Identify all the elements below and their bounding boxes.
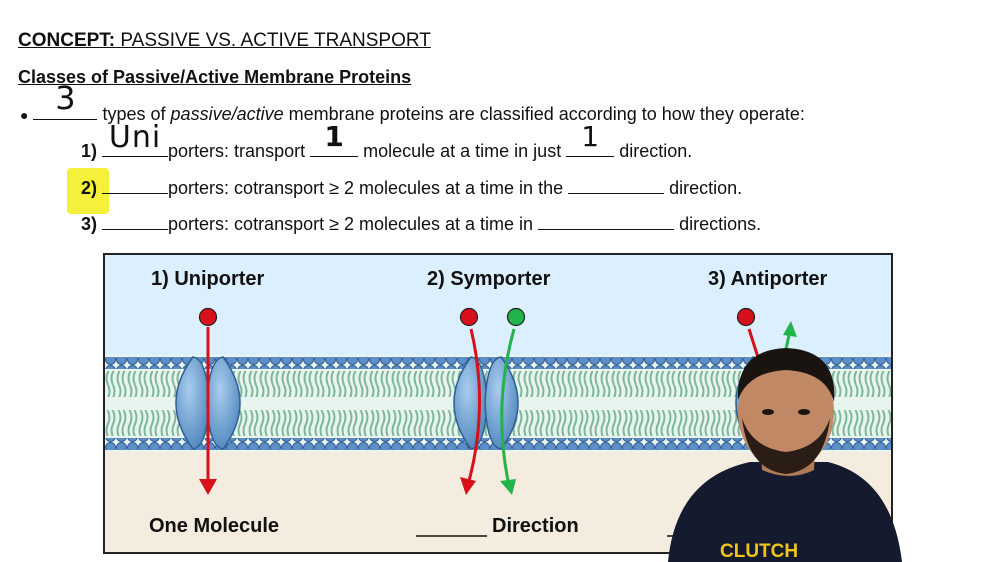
- item-1-handwritten-1a: 1: [324, 120, 344, 153]
- concept-prefix: CONCEPT:: [18, 30, 116, 51]
- item-number: 2): [81, 178, 98, 198]
- intro-text-after: membrane proteins are classified accordi…: [283, 104, 805, 124]
- list-item-3: 3) porters: cotransport ≥ 2 molecules at…: [81, 213, 761, 235]
- intro-handwritten-answer: 3: [55, 79, 76, 117]
- item-3-text-1: porters: cotransport ≥ 2 molecules at a …: [168, 214, 539, 234]
- uniporter-title: 1) Uniporter: [151, 268, 265, 290]
- item-3-text-2: directions.: [674, 214, 762, 234]
- symporter-green-arrowhead: [500, 479, 516, 495]
- item-2-blank-2: [568, 177, 665, 194]
- intro-line: ● 3 types of passive/active membrane pro…: [20, 79, 805, 125]
- intro-blank: 3: [33, 79, 98, 120]
- membrane-illustration: [105, 255, 891, 552]
- uniporter-protein: [175, 356, 241, 450]
- item-1-text-2: molecule at a time in just: [363, 141, 567, 161]
- intro-text-italic: passive/active: [170, 104, 284, 124]
- section-subtitle: Classes of Passive/Active Membrane Prote…: [18, 67, 412, 87]
- item-1-handwritten-uni: Uni: [108, 120, 162, 155]
- symporter-green-arrow: [500, 328, 516, 482]
- item-number: 3): [81, 214, 98, 234]
- symporter-caption: Direction: [492, 515, 579, 537]
- bullet: ●: [20, 107, 29, 123]
- item-1-blank-2: 1: [310, 120, 359, 157]
- symporter-green-molecule: [506, 307, 526, 327]
- concept-title-text: PASSIVE VS. ACTIVE TRANSPORT: [120, 30, 431, 51]
- antiporter-green-arrowhead: [783, 321, 797, 337]
- highlight-marker: [67, 168, 109, 214]
- item-1-blank-1: Uni: [102, 120, 169, 157]
- item-1-blank-3: 1: [566, 120, 615, 157]
- item-2-text-1: porters: cotransport ≥ 2 molecules at a …: [168, 178, 569, 198]
- uniporter-caption: One Molecule: [149, 515, 280, 537]
- intro-text-before: types of: [102, 104, 171, 124]
- symporter-red-arrow: [467, 328, 482, 482]
- symporter-red-arrowhead: [460, 477, 476, 495]
- list-item-1: 1) Uni porters: transport 1 molecule at …: [81, 120, 693, 162]
- antiporter-red-molecule: [736, 307, 756, 327]
- extracellular-space: [105, 255, 891, 355]
- item-number: 1): [81, 141, 98, 161]
- item-2-text-2: direction.: [664, 178, 743, 198]
- item-3-blank-1: [102, 213, 169, 230]
- item-1-text-1: porters: transport: [168, 141, 311, 161]
- uniporter-arrowhead: [199, 479, 217, 495]
- antiporter-title: 3) Antiporter: [708, 268, 828, 290]
- item-2-blank-1: [102, 177, 169, 194]
- uniporter-molecule: [198, 307, 218, 327]
- concept-title: CONCEPT: PASSIVE VS. ACTIVE TRANSPORT: [18, 30, 431, 52]
- transport-diagram: 1) Uniporter 2) Symporter 3) Antiporter …: [103, 253, 893, 554]
- symporter-title: 2) Symporter: [427, 268, 551, 290]
- item-1-text-3: direction.: [614, 141, 693, 161]
- item-1-handwritten-1b: 1: [581, 120, 600, 153]
- symporter-red-molecule: [459, 307, 479, 327]
- list-item-2: 2) porters: cotransport ≥ 2 molecules at…: [81, 177, 742, 199]
- item-3-blank-2: [538, 213, 675, 230]
